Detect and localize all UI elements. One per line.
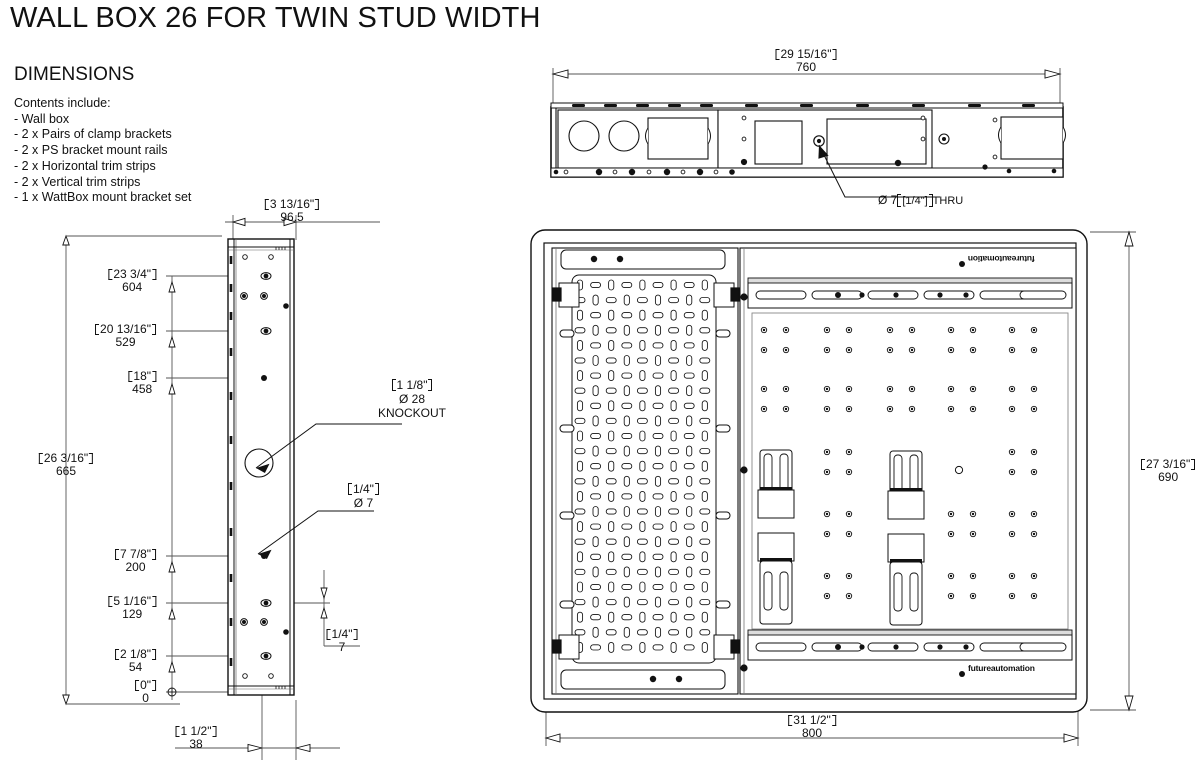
thru-hole-callout: Ø 7 [1/4"] THRU xyxy=(878,193,964,207)
clamp-bracket xyxy=(757,449,795,519)
contents-item: - 2 x Pairs of clamp brackets xyxy=(14,127,172,142)
side-width-dimension: 3 13/16" 96.5 xyxy=(264,198,320,224)
side-overall-height-dimension: 26 3/16" 665 xyxy=(38,452,94,478)
knockout-circle xyxy=(244,448,274,478)
front-door-tabs xyxy=(559,329,731,609)
rail-slots xyxy=(755,290,1067,652)
side-hole-position-dimension: 5 1/16" 129 xyxy=(108,595,156,621)
front-misc-holes xyxy=(954,261,965,677)
contents-heading: Contents include: xyxy=(14,96,111,110)
front-door-hardware xyxy=(552,282,740,660)
side-dimension-arrows xyxy=(167,280,177,697)
contents-item: - 2 x Horizontal trim strips xyxy=(14,158,156,173)
page-title: WALL BOX 26 FOR TWIN STUD WIDTH xyxy=(10,2,541,34)
front-view-width-dimension: 31 1/2" 800 xyxy=(788,714,836,740)
clamp-bracket xyxy=(757,532,795,625)
contents-item: - 1 x WattBox mount bracket set xyxy=(14,190,192,205)
side-callout-leaders xyxy=(255,423,402,555)
side-hole-offset-dimension: 1/4" 7 xyxy=(326,628,358,654)
side-width-dim xyxy=(225,215,380,240)
brand-label-bottom: futureautomation xyxy=(968,663,1035,673)
brand-label-top: futureautomation xyxy=(968,254,1035,264)
clamp-brackets xyxy=(757,449,925,626)
mounting-hole-grid xyxy=(760,326,1038,600)
side-base-offset-dimension: 1 1/2" 38 xyxy=(175,725,217,751)
contents-item: - Wall box xyxy=(14,111,70,126)
contents-item: - 2 x PS bracket mount rails xyxy=(14,143,168,158)
side-hole-position-dimension: 18" 458 xyxy=(128,370,156,396)
contents-item: - 2 x Vertical trim strips xyxy=(14,174,141,189)
top-rim-pads xyxy=(572,104,1035,107)
perforation-grid xyxy=(574,279,711,653)
clamp-bracket xyxy=(887,450,925,520)
top-view-body xyxy=(550,102,1066,178)
clamp-bracket xyxy=(887,533,925,626)
side-hole-position-dimension: 20 13/16" 529 xyxy=(95,323,156,349)
top-view-width-dimension: 29 15/16" 760 xyxy=(775,48,837,74)
front-view-height-dimension: 27 3/16" 690 xyxy=(1141,458,1196,484)
side-hole-position-dimension: 7 7/8" 200 xyxy=(115,548,156,574)
contents-list: Contents include: - Wall box - 2 x Pairs… xyxy=(14,96,191,206)
side-hole-position-dimension: 2 1/8" 54 xyxy=(115,648,156,674)
thru-hole-leader xyxy=(818,144,940,198)
side-callout-arrowheads xyxy=(256,463,272,559)
section-heading: DIMENSIONS xyxy=(14,64,135,85)
hole-diameter-callout: 1/4" Ø 7 xyxy=(348,482,379,510)
side-hole-position-dimension: 23 3/4" 604 xyxy=(108,268,156,294)
knockout-callout: 1 1/8" Ø 28 KNOCKOUT xyxy=(378,378,447,420)
side-hole-position-dimension: 0" 0 xyxy=(135,679,156,705)
side-rim-hatching xyxy=(275,247,286,689)
